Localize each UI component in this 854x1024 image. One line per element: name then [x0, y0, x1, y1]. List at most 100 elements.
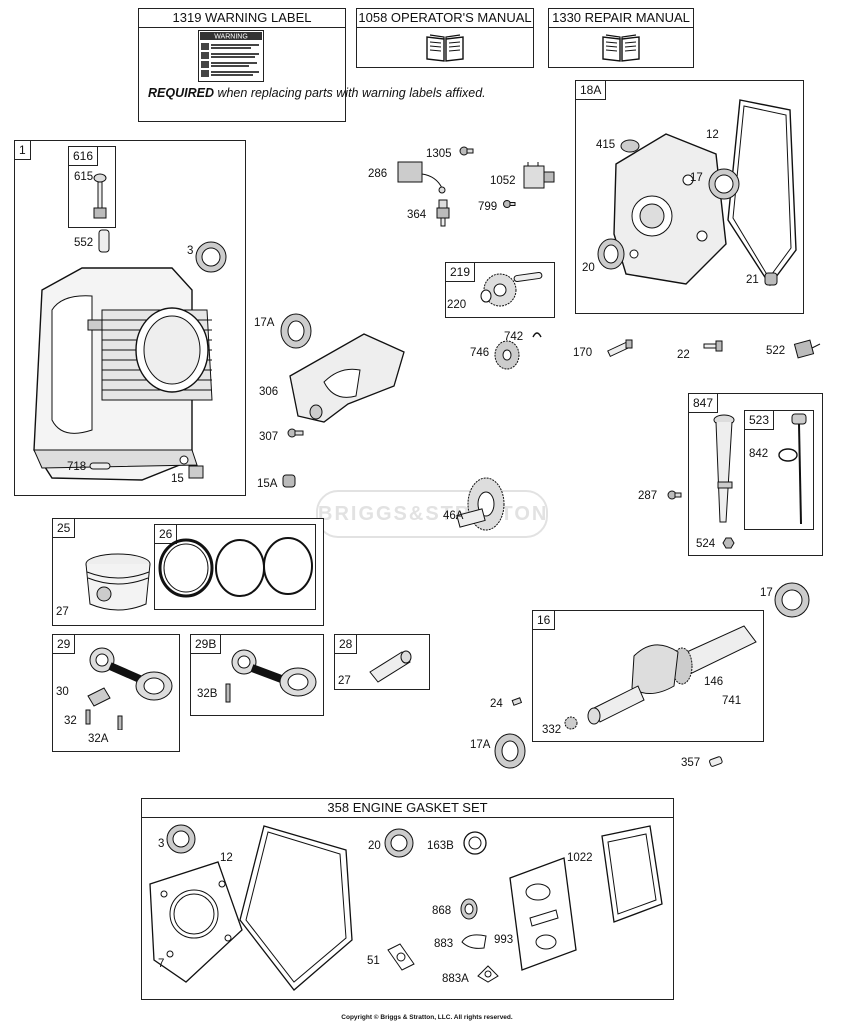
group-label: 25 — [53, 519, 76, 538]
callout-883: 883 — [434, 938, 454, 950]
bearing-part — [774, 582, 810, 618]
callout-220: 220 — [447, 299, 467, 311]
oil-seal-part — [195, 241, 227, 273]
air-guide-part — [289, 333, 405, 423]
bolt-part — [703, 340, 723, 352]
group-29b-box: 29B — [190, 634, 324, 716]
group-label: 29 — [53, 635, 76, 654]
plug-part — [282, 474, 296, 488]
piston-part — [85, 553, 151, 611]
bearing-part — [494, 733, 526, 769]
oil-seal-part — [166, 824, 196, 854]
callout-718: 718 — [67, 461, 87, 473]
callout-522: 522 — [766, 345, 786, 357]
callout-552: 552 — [74, 237, 94, 249]
callout-32: 32 — [64, 715, 77, 727]
head-gasket-part — [149, 861, 243, 983]
connecting-rod-part — [225, 649, 317, 703]
callout-799: 799 — [478, 201, 498, 213]
connecting-rod-part — [85, 647, 173, 730]
screw-part — [459, 146, 474, 156]
oil-fill-cap-part — [793, 339, 821, 359]
callout-17: 17 — [690, 172, 703, 184]
required-word: REQUIRED — [148, 86, 214, 100]
gasket-set-title: 358 ENGINE GASKET SET — [142, 799, 673, 818]
group-label: 28 — [335, 635, 358, 654]
callout-524: 524 — [696, 538, 716, 550]
warning-label-heading: WARNING — [214, 34, 248, 41]
callout-746: 746 — [470, 347, 490, 359]
group-label: 219 — [446, 263, 476, 282]
piston-rings-part — [158, 537, 313, 598]
callout-51: 51 — [367, 955, 380, 967]
repair-manual-box: 1330 REPAIR MANUAL — [548, 8, 694, 68]
crankshaft-part — [587, 625, 757, 725]
callout-306: 306 — [259, 386, 279, 398]
dowel-pin-part — [98, 229, 110, 253]
callout-883A: 883A — [442, 973, 469, 985]
required-text: when replacing parts with warning labels… — [213, 86, 486, 100]
callout-20: 20 — [582, 262, 595, 274]
callout-30: 30 — [56, 686, 69, 698]
group-616-box: 616 — [68, 146, 116, 228]
plug-part — [188, 465, 204, 479]
callout-7: 7 — [158, 958, 165, 970]
callout-46A: 46A — [443, 510, 464, 522]
valve-cover-gasket-part — [601, 825, 663, 923]
book-icon — [602, 34, 640, 62]
bolt-part — [607, 339, 633, 358]
group-label: 847 — [689, 394, 719, 413]
callout-741: 741 — [722, 695, 742, 707]
callout-170: 170 — [573, 347, 593, 359]
screw-part — [287, 428, 304, 438]
camshaft-part — [456, 477, 505, 531]
callout-24: 24 — [490, 698, 503, 710]
intake-gasket-part — [509, 857, 577, 971]
dipstick-part — [791, 413, 807, 525]
operator-manual-title: 1058 OPERATOR'S MANUAL — [357, 9, 533, 28]
group-219-box: 219 — [445, 262, 555, 318]
group-label: 18A — [576, 81, 607, 100]
callout-742: 742 — [504, 331, 524, 343]
callout-32A: 32A — [88, 733, 109, 745]
cover-gasket-part — [727, 99, 797, 287]
callout-3: 3 — [158, 838, 165, 850]
warning-required-note: REQUIRED when replacing parts with warni… — [148, 86, 486, 101]
crankcase-gasket-part — [239, 825, 353, 991]
warning-label-image: WARNING — [198, 30, 264, 82]
o-ring-part — [778, 448, 798, 462]
callout-27: 27 — [338, 675, 351, 687]
group-label: 26 — [155, 525, 178, 544]
group-label: 29B — [191, 635, 222, 654]
spark-plug-part — [436, 199, 450, 227]
bearing-part — [280, 313, 312, 349]
callout-364: 364 — [407, 209, 427, 221]
nut-part — [722, 537, 735, 549]
callout-32B: 32B — [197, 688, 218, 700]
operator-manual-box: 1058 OPERATOR'S MANUAL — [356, 8, 534, 68]
callout-146: 146 — [704, 676, 724, 688]
oil-seal-part — [597, 238, 625, 270]
callout-163B: 163B — [427, 840, 454, 852]
dipstick-tube-part — [713, 414, 735, 523]
callout-15A: 15A — [257, 478, 278, 490]
callout-842: 842 — [749, 448, 769, 460]
callout-3: 3 — [187, 245, 194, 257]
callout-993: 993 — [494, 934, 514, 946]
callout-307: 307 — [259, 431, 279, 443]
pin-part — [709, 756, 723, 767]
callout-22: 22 — [677, 349, 690, 361]
book-icon — [426, 34, 464, 62]
crankcase-cover-part — [613, 133, 727, 285]
cylinder-block-part — [33, 267, 213, 481]
callout-868: 868 — [432, 905, 452, 917]
callout-17A: 17A — [254, 317, 275, 329]
brand-watermark: BRIGGS&STRATTON — [316, 490, 548, 538]
breather-valve-part — [93, 173, 107, 219]
drain-plug-part — [764, 272, 778, 286]
callout-415: 415 — [596, 139, 616, 151]
callout-15: 15 — [171, 473, 184, 485]
group-28-box: 28 — [334, 634, 430, 690]
gear-part — [564, 716, 578, 730]
callout-332: 332 — [542, 724, 562, 736]
